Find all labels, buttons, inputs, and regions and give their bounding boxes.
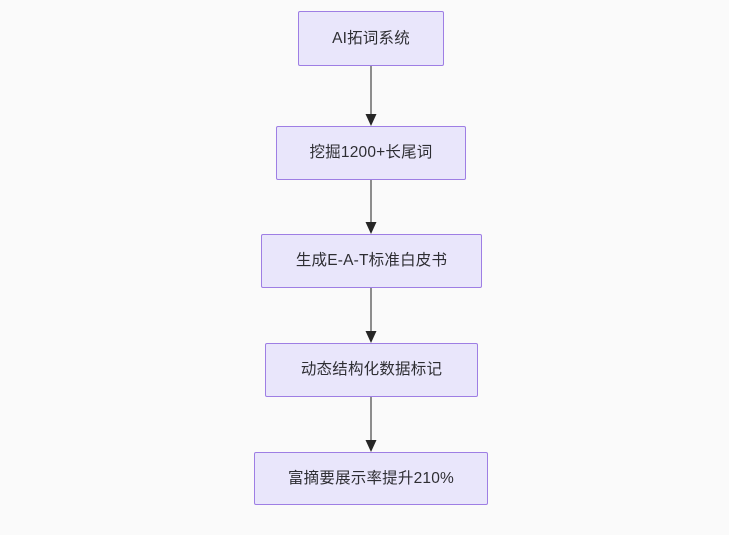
node-label: 挖掘1200+长尾词	[309, 144, 433, 162]
flowchart-node-mine-longtail-keywords[interactable]: 挖掘1200+长尾词	[276, 126, 466, 180]
flowchart-node-dynamic-structured-data-markup[interactable]: 动态结构化数据标记	[265, 343, 478, 397]
node-label: 富摘要展示率提升210%	[287, 469, 455, 487]
flowchart-node-ai-keyword-system[interactable]: AI拓词系统	[298, 11, 444, 66]
node-label: AI拓词系统	[332, 29, 410, 47]
arrow-head-icon	[365, 222, 377, 234]
arrow-head-icon	[365, 331, 377, 343]
node-label: 生成E-A-T标准白皮书	[295, 252, 448, 270]
flowchart-node-rich-snippet-rate-increase[interactable]: 富摘要展示率提升210%	[254, 452, 488, 505]
arrow-head-icon	[365, 440, 377, 452]
edge-n3-n4	[365, 288, 377, 343]
flowchart-node-generate-eat-whitepaper[interactable]: 生成E-A-T标准白皮书	[261, 234, 482, 288]
arrow-head-icon	[365, 114, 377, 126]
edge-n4-n5	[365, 397, 377, 452]
edge-n2-n3	[365, 180, 377, 234]
node-label: 动态结构化数据标记	[300, 361, 443, 379]
edge-n1-n2	[365, 66, 377, 126]
